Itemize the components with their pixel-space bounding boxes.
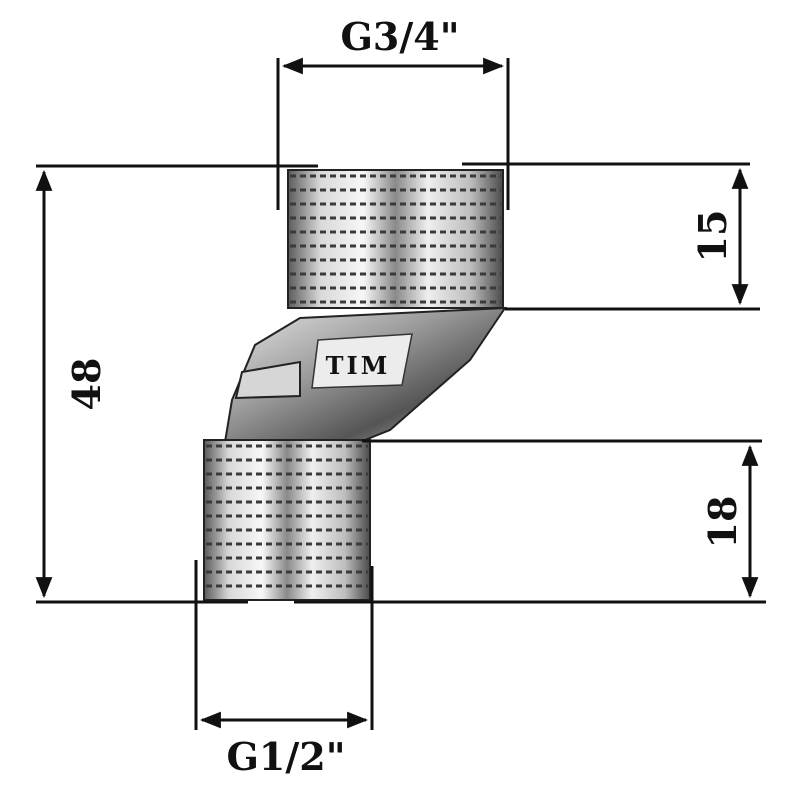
bottom-thread-ridges — [206, 444, 368, 588]
top-thread-section — [287, 169, 504, 309]
total-height-label: 48 — [64, 358, 109, 411]
body-marking: TIM — [326, 351, 391, 380]
top-thread-ridges — [290, 174, 501, 304]
top-height-label: 15 — [690, 210, 735, 263]
top-thread-label: G3/4" — [340, 14, 459, 59]
bottom-thread-section — [203, 439, 371, 601]
dimension-lines — [35, 57, 766, 730]
bottom-thread-label: G1/2" — [226, 734, 345, 779]
wrench-flat — [234, 360, 301, 400]
offset-body: TIM — [223, 306, 507, 443]
bottom-height-label: 18 — [700, 496, 745, 549]
marking-plate — [311, 333, 413, 389]
